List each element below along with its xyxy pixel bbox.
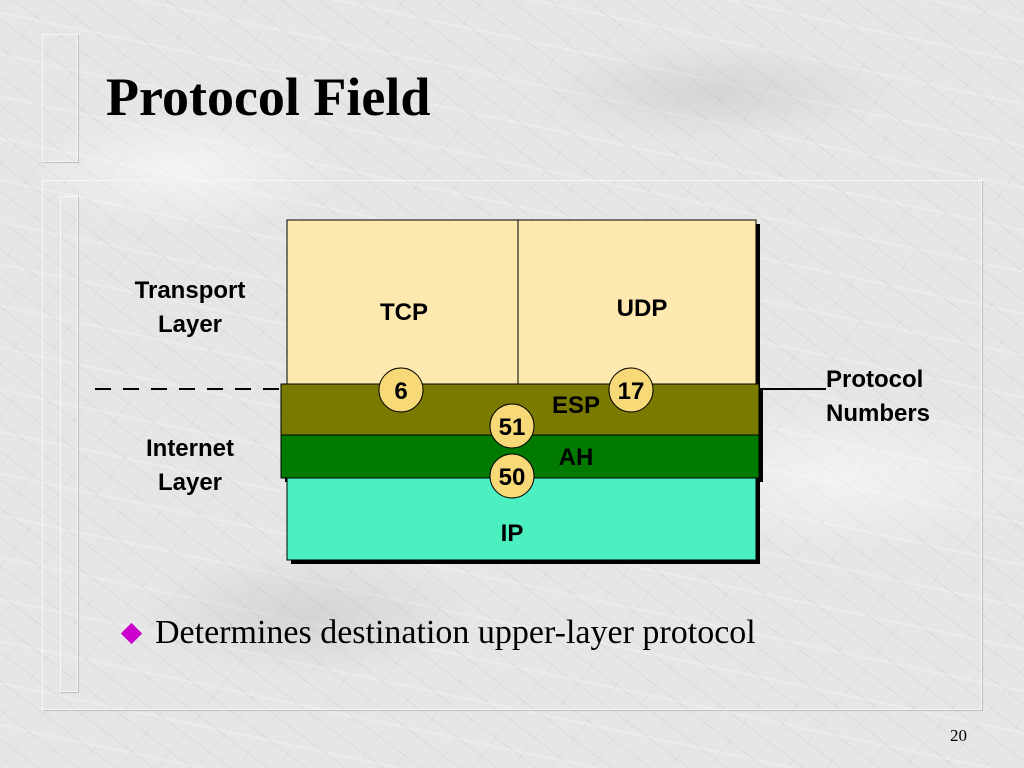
tcp-label: TCP xyxy=(380,299,428,326)
udp-box xyxy=(517,219,757,387)
protocol-numbers-label-line2: Numbers xyxy=(826,399,931,427)
transport-layer-label-line2: Layer xyxy=(157,310,223,338)
transport-layer-label: Transport Layer xyxy=(112,274,268,341)
tcp-number: 6 xyxy=(394,378,407,405)
internet-layer-label-line1: Internet xyxy=(145,435,234,462)
protocol-numbers-label-line1: Protocol xyxy=(826,366,924,393)
internet-layer-label-line2: Layer xyxy=(157,468,223,496)
ah-number-badge: 50 xyxy=(489,453,535,499)
slide-title: Protocol Field xyxy=(106,67,431,127)
tcp-box xyxy=(286,219,519,387)
content-frame xyxy=(42,180,982,710)
transport-layer-label-line1: Transport xyxy=(134,277,246,304)
protocol-numbers-label: Protocol Numbers xyxy=(826,363,976,430)
ah-number: 50 xyxy=(499,464,526,491)
udp-number: 17 xyxy=(618,378,645,405)
bullet-text: Determines destination upper-layer proto… xyxy=(155,614,756,651)
udp-number-badge: 17 xyxy=(608,367,654,413)
udp-label: UDP xyxy=(617,295,668,322)
title-frame xyxy=(42,34,78,162)
esp-number: 51 xyxy=(499,414,526,441)
bullet-item: Determines destination upper-layer proto… xyxy=(120,614,756,652)
tcp-number-badge: 6 xyxy=(378,367,424,413)
content-side-frame xyxy=(60,196,78,692)
page-number: 20 xyxy=(950,726,967,745)
internet-layer-label: Internet Layer xyxy=(112,432,268,499)
esp-label: ESP xyxy=(552,392,600,419)
ip-label: IP xyxy=(501,520,524,547)
ah-label: AH xyxy=(559,444,594,471)
diamond-bullet-icon xyxy=(120,622,143,644)
esp-number-badge: 51 xyxy=(489,403,535,449)
